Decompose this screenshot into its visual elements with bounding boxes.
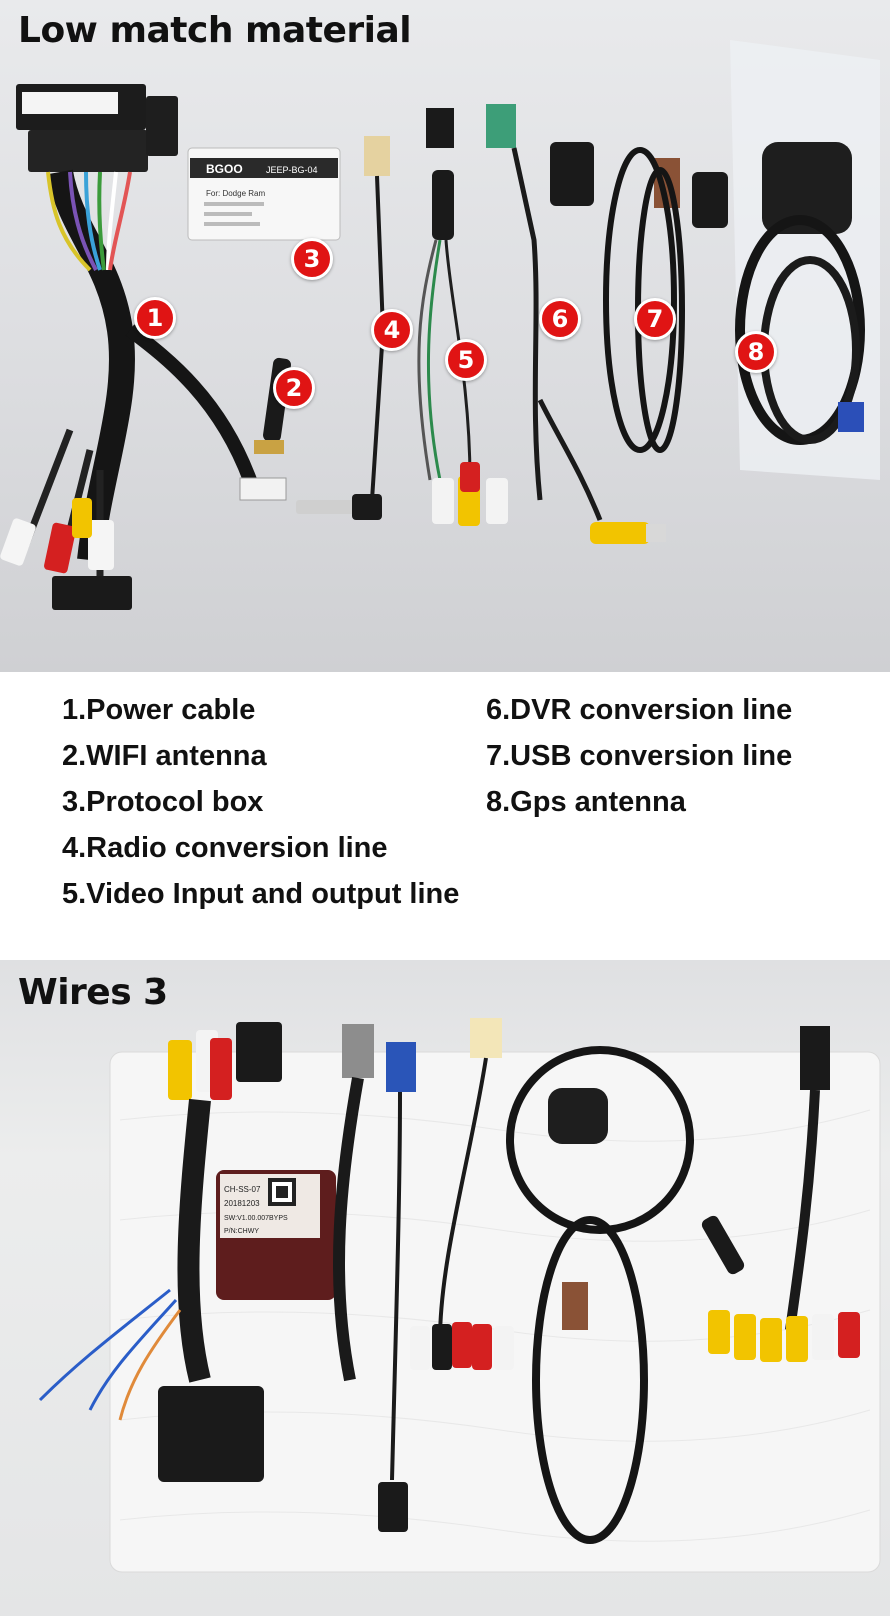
- protocol-box: BGOO JEEP-BG-04 For: Dodge Ram: [187, 147, 341, 241]
- badge-4: 4: [371, 309, 413, 351]
- top-photo-illustration: BGOO JEEP-BG-04 For: Dodge Ram: [0, 40, 880, 610]
- badge-2: 2: [273, 367, 315, 409]
- badge-5: 5: [445, 339, 487, 381]
- power-cable: [0, 84, 287, 610]
- gps-antenna-bottom: [506, 1046, 694, 1544]
- canbus-box-line1: CH-SS-07: [224, 1185, 261, 1194]
- canbus-box-line4: P/N:CHWY: [224, 1228, 259, 1235]
- legend-item-dvr-conversion-line: 6.DVR conversion line: [486, 694, 793, 726]
- badge-6: 6: [539, 298, 581, 340]
- section-title-low-match: Low match material: [18, 10, 412, 51]
- legend-item-radio-conversion-line: 4.Radio conversion line: [62, 832, 388, 864]
- radio-conversion-line: [296, 136, 390, 520]
- legend-item-video-io-line: 5.Video Input and output line: [62, 878, 460, 910]
- dvr-conversion-line: [486, 104, 666, 544]
- bottom-photo-illustration: CH-SS-07 20181203 SW:V1.00.007BYPS P/N:C…: [38, 1018, 881, 1573]
- gps-antenna: [730, 40, 880, 480]
- top-product-photo: BGOO JEEP-BG-04 For: Dodge Ram: [0, 0, 890, 672]
- badge-1: 1: [134, 297, 176, 339]
- legend-left-column: 1.Power cable 2.WIFI antenna 3.Protocol …: [62, 687, 459, 917]
- badge-8: 8: [735, 331, 777, 373]
- protocol-box-brand: BGOO: [206, 162, 243, 176]
- section-title-wires-3: Wires 3: [18, 972, 168, 1013]
- canbus-box-line2: 20181203: [224, 1199, 260, 1208]
- harness-right: [701, 1026, 860, 1362]
- badge-3: 3: [291, 238, 333, 280]
- legend-item-protocol-box: 3.Protocol box: [62, 786, 264, 818]
- legend-item-usb-conversion-line: 7.USB conversion line: [486, 740, 793, 772]
- harness-left: [38, 1022, 282, 1482]
- legend-right-column: 6.DVR conversion line 7.USB conversion l…: [486, 687, 792, 825]
- middle-cables: [332, 1018, 514, 1532]
- legend-item-power-cable: 1.Power cable: [62, 694, 256, 726]
- bottom-product-photo: CH-SS-07 20181203 SW:V1.00.007BYPS P/N:C…: [0, 960, 890, 1616]
- protocol-box-model: JEEP-BG-04: [266, 165, 318, 175]
- badge-7: 7: [634, 298, 676, 340]
- legend-item-gps-antenna: 8.Gps antenna: [486, 786, 686, 818]
- legend-item-wifi-antenna: 2.WIFI antenna: [62, 740, 267, 772]
- usb-conversion-line: [550, 142, 728, 453]
- video-io-line: [417, 108, 508, 526]
- canbus-box-line3: SW:V1.00.007BYPS: [224, 1215, 288, 1222]
- protocol-box-for: For: Dodge Ram: [206, 189, 265, 198]
- canbus-box: CH-SS-07 20181203 SW:V1.00.007BYPS P/N:C…: [216, 1170, 336, 1300]
